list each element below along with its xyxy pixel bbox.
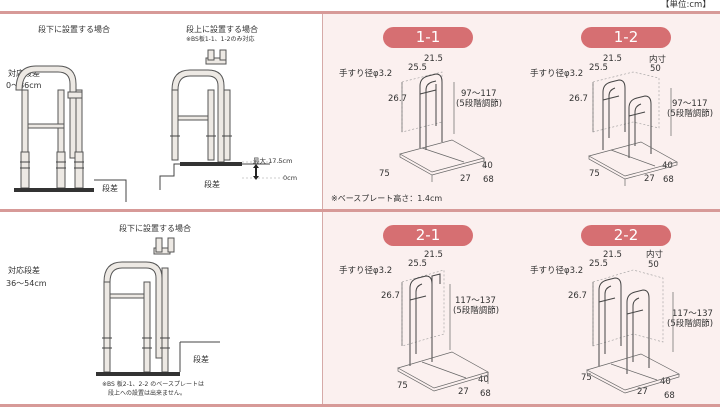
step-label-bottom: 段差 [193, 355, 209, 364]
grip-diameter-2-1: 手すり径φ3.2 [339, 266, 393, 276]
height-range-2-2: 117〜137 [672, 309, 713, 319]
dim-26-7-2-2: 26.7 [568, 291, 587, 301]
handrail-iso-2-2 [586, 269, 680, 394]
dim-26-7-1-2: 26.7 [569, 94, 588, 104]
below-install-title-2: 段下に設置する場合 [119, 224, 191, 233]
grip-diameter-1-1: 手すり径φ3.2 [339, 69, 393, 79]
step-label-left: 段差 [102, 184, 118, 193]
step-label-right: 段差 [204, 180, 220, 189]
above-install-title: 段上に設置する場合 [186, 25, 258, 34]
top-band [0, 11, 720, 14]
depth-27-1-1: 27 [460, 174, 471, 184]
handrail-iso-2-1 [397, 269, 489, 392]
inner-label-1-2: 内寸 [649, 55, 667, 65]
handrail-side-view-below [14, 65, 127, 202]
height-range-1-2: 97〜117 [672, 99, 708, 109]
dim-40-2-1: 40 [478, 375, 489, 385]
above-install-note: ※BS板1-1、1-2のみ対応 [186, 36, 255, 43]
dim-25-5-2-2: 25.5 [589, 259, 608, 269]
dim-21-5-2-1: 21.5 [424, 250, 443, 260]
base-plate-restriction-note-2: 段上への設置は出来ません。 [108, 390, 186, 397]
width-75-2-1: 75 [397, 381, 408, 391]
dim-21-5-1-1: 21.5 [424, 54, 443, 64]
dim-25-5-2-1: 25.5 [408, 259, 427, 269]
model-badge-1-1: 1-1 [383, 27, 473, 48]
adjust-steps-2-2: (5段階調節) [667, 319, 714, 329]
handrail-side-view-below-2 [96, 237, 220, 376]
height-range-2-1: 117〜137 [455, 296, 496, 306]
base-plate-height-note: ※ベースプレート高さ：1.4cm [331, 194, 443, 203]
handrail-side-view-above [159, 49, 290, 190]
dim-26-7-1-1: 26.7 [388, 94, 407, 104]
inner-value-1-2: 50 [650, 64, 661, 74]
dim-40-2-2: 40 [660, 377, 671, 387]
range-label-2: 対応段差 [8, 266, 40, 275]
unit-label: 【単位:cm】 [661, 0, 711, 10]
depth-27-2-1: 27 [458, 387, 469, 397]
grip-diameter-2-2: 手すり径φ3.2 [530, 266, 584, 276]
dim-68-1-2: 68 [663, 175, 674, 185]
bottom-band [0, 404, 720, 407]
inner-value-2-2: 50 [648, 260, 659, 270]
dim-25-5-1-2: 25.5 [589, 63, 608, 73]
width-75-2-2: 75 [581, 373, 592, 383]
depth-27-2-2: 27 [637, 387, 648, 397]
dim-26-7-2-1: 26.7 [381, 291, 400, 301]
dim-40-1-1: 40 [482, 161, 493, 171]
model-badge-1-2: 1-2 [581, 27, 671, 48]
zero-label: 0cm [283, 174, 298, 182]
adjust-steps-2-1: (5段階調節) [453, 306, 500, 316]
adjust-steps-1-2: (5段階調節) [667, 109, 714, 119]
below-install-title: 段下に設置する場合 [38, 25, 110, 34]
height-range-1-1: 97〜117 [461, 89, 497, 99]
handrail-iso-1-1 [399, 71, 485, 182]
model-badge-2-1: 2-1 [383, 225, 473, 246]
dim-68-2-1: 68 [480, 389, 491, 399]
model-badge-2-2: 2-2 [581, 225, 671, 246]
dim-68-2-2: 68 [664, 391, 675, 401]
dim-68-1-1: 68 [483, 175, 494, 185]
inner-label-2-2: 内寸 [646, 250, 664, 260]
base-plate-restriction-note-1: ※BS 板2-1、2-2 のベースプレートは [102, 381, 204, 388]
adjust-steps-1-1: (5段階調節) [456, 99, 503, 109]
vertical-separator-top [322, 14, 323, 209]
vertical-separator-bottom [322, 212, 323, 404]
dim-21-5-1-2: 21.5 [603, 54, 622, 64]
max-step-label: 最大 17.5cm [253, 157, 293, 165]
middle-band [0, 209, 720, 212]
dim-25-5-1-1: 25.5 [408, 63, 427, 73]
width-75-1-1: 75 [379, 169, 390, 179]
width-75-1-2: 75 [589, 169, 600, 179]
grip-diameter-1-2: 手すり径φ3.2 [530, 69, 584, 79]
handrail-iso-1-2 [588, 71, 678, 186]
dim-21-5-2-2: 21.5 [603, 250, 622, 260]
dim-40-1-2: 40 [662, 161, 673, 171]
depth-27-1-2: 27 [644, 174, 655, 184]
range-value-2: 36〜54cm [6, 279, 47, 288]
range-value: 0〜36cm [6, 81, 42, 90]
